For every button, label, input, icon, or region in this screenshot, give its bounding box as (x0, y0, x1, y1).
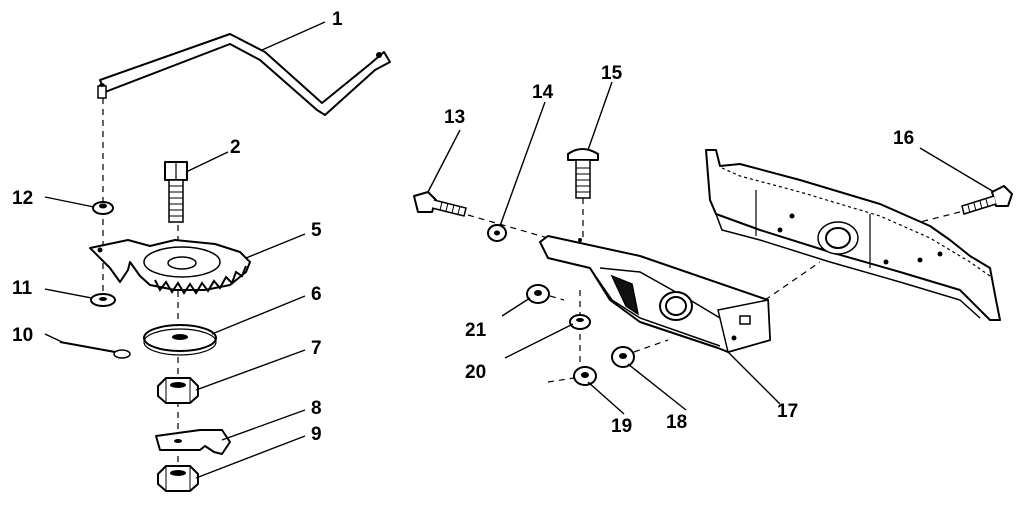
part-5-sector-gear (89, 239, 251, 295)
part-21-spacer (526, 284, 550, 304)
part-2-bolt (164, 161, 188, 223)
callout-7: 7 (311, 338, 322, 359)
part-10-cotter-pin (59, 341, 131, 359)
callout-6: 6 (311, 284, 322, 305)
part-8-lock-plate (155, 429, 231, 455)
part-17-bracket (539, 235, 771, 353)
callout-14: 14 (532, 82, 554, 103)
frame-axle-member (705, 149, 1001, 321)
callout-1: 1 (332, 9, 343, 30)
part-13-bolt (413, 191, 467, 217)
leader-lines (44, 21, 995, 479)
washer-19-axis (547, 377, 575, 383)
part-20-nut (569, 314, 591, 330)
part-16-bolt (961, 185, 1013, 215)
callout-11: 11 (12, 278, 33, 299)
bracket-frame-axis (764, 261, 821, 301)
callout-18: 18 (666, 412, 687, 433)
callout-17: 17 (777, 401, 798, 422)
part-1-steering-link (97, 33, 391, 116)
callout-8: 8 (311, 398, 322, 419)
callout-12: 12 (12, 188, 33, 209)
part-9-nut (157, 465, 199, 492)
callout-2: 2 (230, 137, 241, 158)
callout-5: 5 (311, 220, 322, 241)
nut-18-axis (633, 339, 669, 353)
callout-20: 20 (465, 362, 486, 383)
part-11-washer (90, 293, 116, 307)
callout-10: 10 (12, 325, 33, 346)
part-15-carriage-bolt (567, 148, 599, 199)
callout-21: 21 (465, 320, 487, 341)
callout-15: 15 (601, 63, 623, 84)
bolt-13-axis (467, 214, 549, 239)
spacer-21-axis (549, 295, 565, 301)
part-18-nut (611, 346, 635, 368)
callout-13: 13 (444, 107, 465, 128)
callout-19: 19 (611, 416, 632, 437)
part-6-flat-washer (143, 324, 217, 356)
callout-9: 9 (311, 424, 322, 445)
part-7-nut (157, 377, 199, 404)
part-19-washer (573, 366, 597, 386)
part-12-nut (92, 201, 114, 215)
part-14-washer (487, 224, 507, 242)
bolt-16-axis (919, 211, 961, 223)
callout-16: 16 (893, 128, 914, 149)
